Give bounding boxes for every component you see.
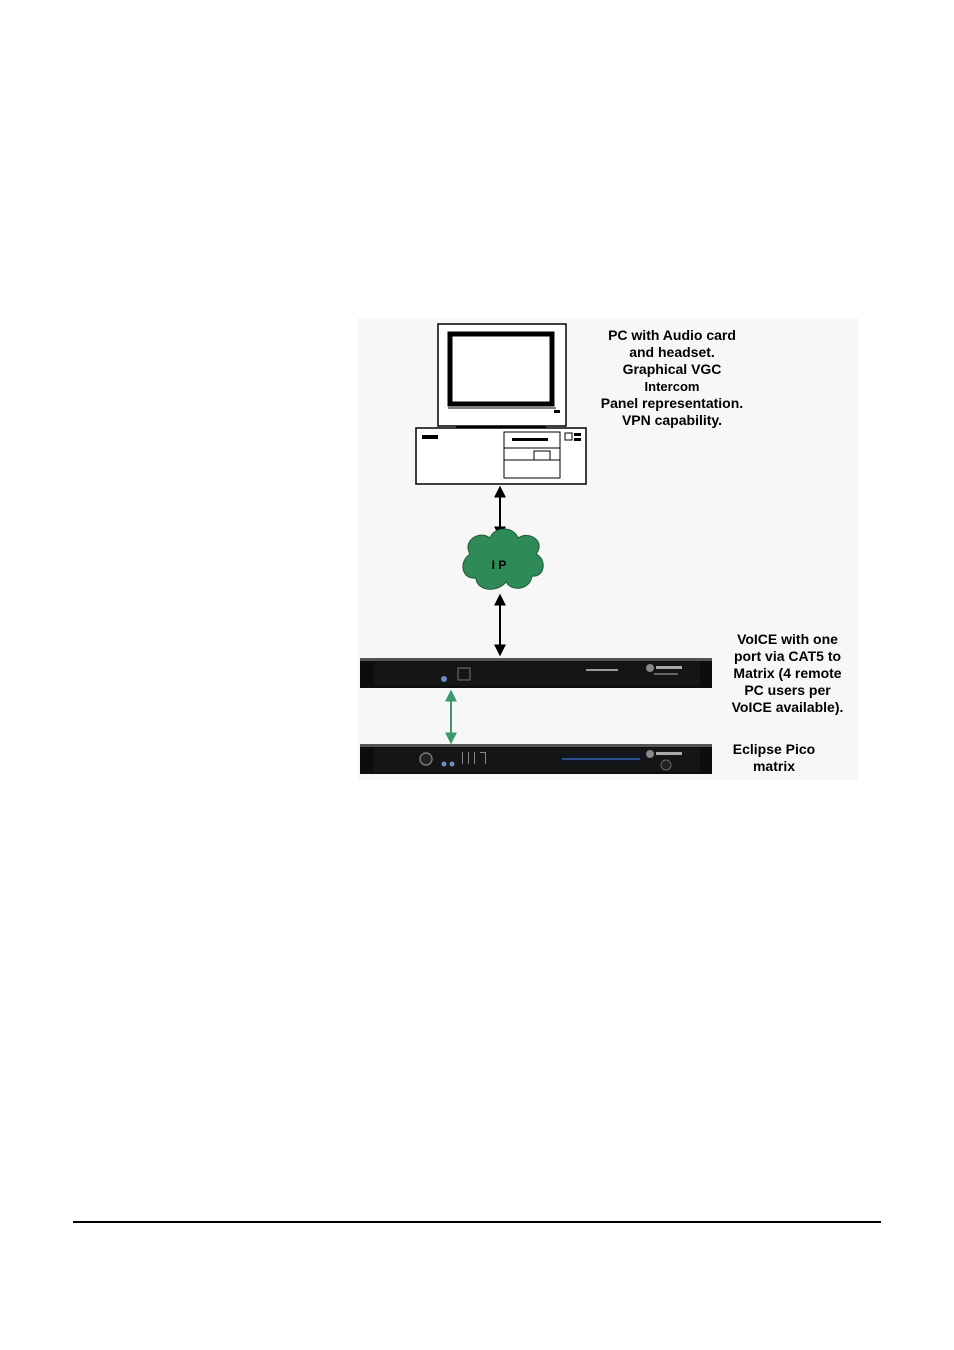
voice-description-line: VoICE available). xyxy=(731,699,844,715)
voice-description-line: PC users per xyxy=(744,682,831,698)
footer-divider xyxy=(73,1221,881,1223)
voice-rack-unit xyxy=(360,658,712,688)
pc-description-line: Panel representation. xyxy=(600,395,744,411)
pc-description-line: PC with Audio card xyxy=(608,327,736,343)
pc-description: PC with Audio card and headset. Graphica… xyxy=(591,327,753,429)
voice-description-line: Matrix (4 remote xyxy=(733,665,842,681)
pico-description: Eclipse Pico matrix xyxy=(720,741,828,775)
pc-desktop-case-icon xyxy=(415,427,587,485)
pc-description-line: Graphical VGC xyxy=(622,361,722,377)
pico-description-line: Eclipse Pico xyxy=(732,741,816,757)
voice-description-line: VoICE with one xyxy=(737,631,838,647)
pc-description-line: VPN capability. xyxy=(621,412,723,428)
pc-monitor-icon xyxy=(437,323,567,428)
system-diagram: I P xyxy=(358,318,858,780)
diagram-canvas: I P xyxy=(360,323,712,774)
pc-description-line: and headset. xyxy=(629,344,715,360)
eclipse-pico-rack-unit xyxy=(360,744,712,774)
pico-description-line: matrix xyxy=(752,758,796,774)
ip-cloud-label: I P xyxy=(492,558,507,572)
voice-description-line: port via CAT5 to xyxy=(733,648,842,664)
ip-cloud-icon xyxy=(462,528,544,590)
voice-description: VoICE with one port via CAT5 to Matrix (… xyxy=(720,631,855,716)
pc-description-line: Intercom xyxy=(644,379,700,394)
